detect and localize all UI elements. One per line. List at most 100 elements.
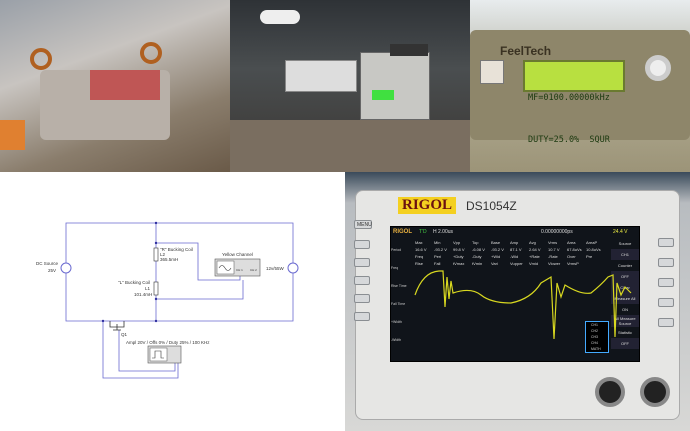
- lcd-line-2: DUTY=25.0% SQUR: [528, 135, 610, 145]
- meas-header: Min: [434, 240, 441, 245]
- bench: [230, 120, 470, 172]
- meas-header: Vrms: [548, 240, 558, 245]
- meas-value: 67.8uVs: [567, 247, 582, 252]
- softkey[interactable]: [658, 298, 674, 307]
- meas-header: Max: [415, 240, 423, 245]
- source-option[interactable]: CH4: [591, 341, 599, 345]
- dc-source-value: 25V: [48, 268, 56, 273]
- meas-header: Freq: [415, 254, 424, 259]
- meas-header: Peri: [434, 254, 442, 259]
- meas-value: -93.2 V: [491, 247, 504, 252]
- meas-value: -6.08 V: [472, 247, 485, 252]
- coil-l2-symbol: [153, 247, 159, 262]
- meas-value: 2.64 V: [529, 247, 541, 252]
- side-button[interactable]: [354, 276, 370, 285]
- softkey-label[interactable]: OFF: [611, 338, 639, 349]
- circuit-schematic: DC Source 25V "R" Bucking Coil L2 365.5m…: [0, 172, 345, 431]
- meas-header: AreaP: [586, 240, 598, 245]
- side-button[interactable]: [354, 294, 370, 303]
- meas-header: +Rate: [529, 254, 540, 259]
- fgen-label: Ampl 20V / Offs 0% / Duty 25% / 100 KHz: [126, 340, 210, 345]
- timebase: H 2.00us: [433, 229, 454, 235]
- coil-assembly-photo: [0, 0, 230, 172]
- meas-header: Vupper: [510, 261, 523, 266]
- lamp-label: 12v/55W: [266, 266, 285, 271]
- scope-model: DS1054Z: [466, 199, 517, 213]
- ch2-label: CH 2: [250, 268, 257, 272]
- meas-header: Area: [567, 240, 576, 245]
- meas-value: 16.6 V: [415, 247, 427, 252]
- meas-header: Rise: [415, 261, 424, 266]
- power-supply: [360, 52, 430, 120]
- bnc-connector: [595, 377, 625, 407]
- meas-header: Vari: [491, 261, 498, 266]
- power-supply-display: [372, 90, 394, 100]
- side-button[interactable]: [354, 240, 370, 249]
- measure-type-button[interactable]: Rise Time: [391, 284, 407, 288]
- meas-header: Top: [472, 240, 479, 245]
- measure-type-button[interactable]: -Width: [391, 338, 402, 342]
- meas-header: Fall: [434, 261, 441, 266]
- dc-source-label: DC Source: [36, 261, 59, 266]
- meas-header: -Duty: [472, 254, 482, 259]
- measure-type-button[interactable]: Period: [391, 248, 402, 252]
- function-generator: [390, 44, 428, 56]
- softkey-label[interactable]: All Measure Source: [611, 315, 639, 327]
- oscilloscope: [285, 60, 357, 92]
- softkey-label[interactable]: Statistic: [617, 330, 632, 335]
- measure-type-button[interactable]: +Width: [391, 320, 402, 324]
- menu-button[interactable]: MENU: [354, 220, 372, 229]
- measure-type-button[interactable]: Fall Time: [391, 302, 406, 306]
- bnc-connector: [640, 377, 670, 407]
- softkey-label[interactable]: Source: [618, 241, 632, 246]
- generator-brand: FeelTech: [500, 44, 552, 58]
- scope-label: Yellow Channel: [222, 252, 253, 257]
- l2-value: 365.5mH: [160, 257, 178, 262]
- meas-value: 10.8uVs: [586, 247, 601, 252]
- lamp: [260, 10, 300, 24]
- scope-screen: RIGOL T'D H 2.00us 0.00000000ps 24.4 V M…: [390, 226, 640, 362]
- source-option[interactable]: CH1: [591, 323, 599, 327]
- screen-brand: RIGOL: [393, 229, 412, 235]
- trigger-level: 24.4 V: [613, 229, 628, 235]
- source-option[interactable]: MATH: [591, 347, 601, 351]
- scope-symbol: [214, 258, 261, 277]
- l1-name: L1: [145, 286, 151, 291]
- power-switch: [480, 60, 504, 84]
- meas-header: +Duty: [453, 254, 464, 259]
- softkey-label[interactable]: OFF: [611, 271, 639, 282]
- source-option[interactable]: CH2: [591, 329, 599, 333]
- wires: [65, 222, 294, 379]
- meas-header: VrmsP: [567, 261, 579, 266]
- junctions: [101, 221, 158, 323]
- mosfet-symbol: [109, 321, 125, 331]
- red-component: [90, 70, 160, 100]
- meas-header: -Rate: [548, 254, 558, 259]
- softkey-label[interactable]: Counter: [617, 263, 633, 268]
- coil-winding: [140, 42, 162, 64]
- softkey[interactable]: [658, 258, 674, 267]
- waveform-trace: [414, 270, 632, 340]
- softkey-label[interactable]: Measure All: [611, 293, 639, 304]
- softkey-label[interactable]: CH1: [611, 249, 639, 260]
- softkey[interactable]: [658, 278, 674, 287]
- l1-label: "L" Bucking Coil: [118, 280, 150, 285]
- source-option[interactable]: CH3: [591, 335, 599, 339]
- mosfet-label: Q1: [121, 332, 128, 337]
- softkey-label[interactable]: ON: [622, 307, 628, 312]
- measure-type-button[interactable]: Freq: [391, 266, 399, 270]
- side-button[interactable]: [354, 312, 370, 321]
- time-offset: 0.00000000ps: [541, 229, 573, 235]
- softkey[interactable]: [658, 238, 674, 247]
- ch1-label: CH 1: [236, 268, 243, 272]
- l1-value: 101.4mH: [134, 292, 152, 297]
- meas-header: +Wid: [491, 254, 501, 259]
- softkey[interactable]: [658, 318, 674, 327]
- side-button[interactable]: [354, 258, 370, 267]
- function-generator-symbol: [147, 345, 182, 364]
- meas-header: Avg: [529, 240, 536, 245]
